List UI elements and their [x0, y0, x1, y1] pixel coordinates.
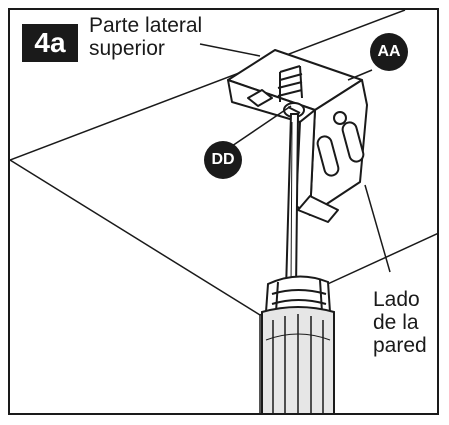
callout-bracket: AA [370, 33, 408, 71]
top-side-label-line-1: Parte lateral [89, 14, 203, 37]
top-side-label-line-2: superior [89, 37, 165, 60]
leader-lines [199, 43, 391, 273]
wall-side-label-line-2: de la [373, 311, 419, 334]
step-number-badge: 4a [22, 24, 78, 62]
mounting-bracket [227, 49, 368, 223]
wall-side-label: Lado de la pared [373, 288, 427, 357]
screwdriver-handle [261, 306, 335, 413]
screwdriver-shaft [284, 113, 300, 291]
wall-side-label-line-3: pared [373, 334, 427, 357]
top-side-label: Parte lateral superior [89, 14, 202, 60]
assembly-illustration [10, 10, 437, 413]
wall-side-label-line-1: Lado [373, 288, 420, 311]
instruction-panel: 4a Parte lateral superior Lado de la par… [8, 8, 439, 415]
callout-screw: DD [204, 141, 242, 179]
spring [277, 65, 303, 102]
